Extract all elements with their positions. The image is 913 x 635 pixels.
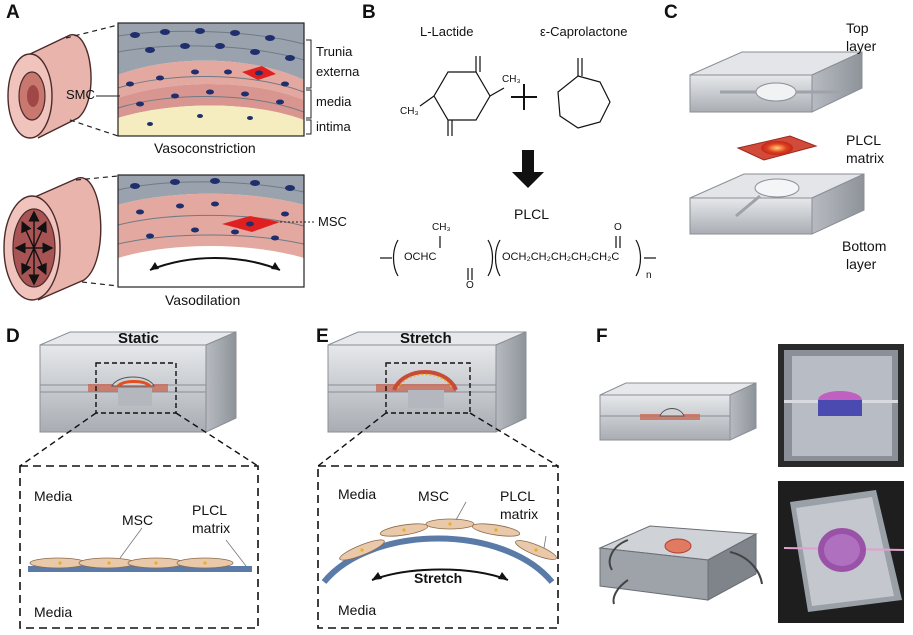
label-plcl-matrix-2: matrix (846, 150, 885, 166)
label-carbonyl-o-2: O (614, 222, 622, 233)
stretch-zoom-box (385, 362, 471, 414)
label-plcl-e-1: PLCL (500, 488, 536, 504)
lactide-structure (419, 56, 505, 136)
label-ch3-1: CH₃ (502, 74, 521, 85)
zoom-line-bottom-1 (75, 175, 119, 181)
label-intima: intima (316, 119, 351, 134)
panel-label-d: D (6, 326, 20, 347)
vessel-tube-top (7, 34, 92, 139)
bracket-externa (306, 39, 312, 89)
static-detail-frame (19, 465, 259, 629)
label-media-e-top: Media (338, 486, 377, 502)
label-media-d-top: Media (34, 488, 73, 504)
vasoconstriction-inset (118, 23, 304, 136)
panel-label-f: F (596, 326, 608, 347)
label-plcl-e-2: matrix (500, 506, 539, 522)
label-poly-right: OCH₂CH₂CH₂CH₂CH₂C (502, 251, 620, 263)
stretch-arrow (371, 568, 509, 581)
label-externa: externa (316, 64, 360, 79)
label-stretch-arrow: Stretch (414, 570, 463, 586)
caption-vasoconstriction: Vasoconstriction (154, 140, 256, 156)
title-static: Static (118, 330, 159, 347)
plcl-formula-lines (380, 236, 656, 280)
label-msc-e: MSC (418, 488, 450, 504)
zoom-line-top-2 (69, 119, 119, 137)
stretch-detail-frame (317, 465, 559, 629)
label-top-layer-1: Top (846, 20, 869, 36)
plcl-membrane (736, 135, 818, 161)
label-trunia: Trunia (316, 44, 353, 59)
vessel-tube-bottom (3, 177, 102, 301)
bracket-intima (306, 119, 312, 135)
stretch-device (327, 331, 527, 433)
reaction-arrow (512, 150, 544, 188)
label-top-layer-2: layer (846, 38, 877, 54)
label-subscript-n: n (646, 270, 652, 281)
stretch-plcl-matrix (321, 535, 555, 584)
label-bottom-layer-2: layer (846, 256, 877, 272)
label-plcl-d-1: PLCL (192, 502, 228, 518)
f-photo-side (778, 344, 904, 467)
static-msc-cells (29, 557, 234, 569)
static-zoom-line-1 (19, 412, 97, 467)
stretch-msc-nuclei (360, 522, 538, 552)
title-stretch: Stretch (400, 330, 452, 347)
label-plcl-d-2: matrix (192, 520, 231, 536)
static-msc-nuclei (58, 561, 207, 565)
stretch-zoom-line-1 (317, 412, 387, 467)
vasodilation-inset (118, 175, 304, 287)
static-device (39, 331, 237, 433)
label-bottom-layer-1: Bottom (842, 238, 887, 254)
f-device-schematic (599, 382, 757, 441)
bottom-layer-block (689, 173, 865, 235)
label-msc-d: MSC (122, 512, 154, 528)
static-plcl-matrix (28, 566, 252, 572)
label-media-d-bottom: Media (34, 604, 73, 620)
label-smc: SMC (66, 87, 95, 102)
static-msc-pointer (119, 527, 143, 559)
caprolactone-structure (557, 58, 611, 129)
caption-vasodilation: Vasodilation (165, 292, 241, 308)
label-media-e-bottom: Media (338, 602, 377, 618)
f-photo-top (778, 481, 905, 623)
stretch-msc-pointer (455, 501, 467, 521)
zoom-line-bottom-2 (81, 281, 119, 287)
stretch-plcl-pointer (543, 535, 547, 549)
panel-label-e: E (316, 326, 329, 347)
stretch-zoom-line-2 (469, 412, 559, 467)
label-ch3-2: CH₃ (400, 106, 419, 117)
top-layer-block (689, 51, 863, 113)
vasodilation-frame (117, 174, 305, 288)
label-caprolactone: ε-Caprolactone (540, 24, 628, 39)
plus-sign (511, 84, 537, 110)
panel-label-c: C (664, 2, 678, 23)
f-device-3d (598, 525, 763, 605)
label-carbonyl-o-1: O (466, 280, 474, 291)
panel-label-b: B (362, 2, 376, 23)
label-poly-left: OCHC (404, 251, 437, 263)
panel-label-a: A (6, 2, 20, 23)
vasoconstriction-frame (117, 22, 305, 137)
label-plcl-matrix-1: PLCL (846, 132, 882, 148)
label-poly-ch3: CH₃ (432, 222, 451, 233)
label-l-lactide: L-Lactide (420, 24, 474, 39)
static-zoom-box (95, 362, 177, 414)
label-plcl-product: PLCL (514, 206, 550, 222)
label-media: media (316, 94, 352, 109)
label-msc-a: MSC (318, 214, 347, 229)
static-zoom-line-2 (175, 412, 259, 467)
static-plcl-pointer (225, 539, 247, 567)
bracket-media (306, 89, 312, 119)
